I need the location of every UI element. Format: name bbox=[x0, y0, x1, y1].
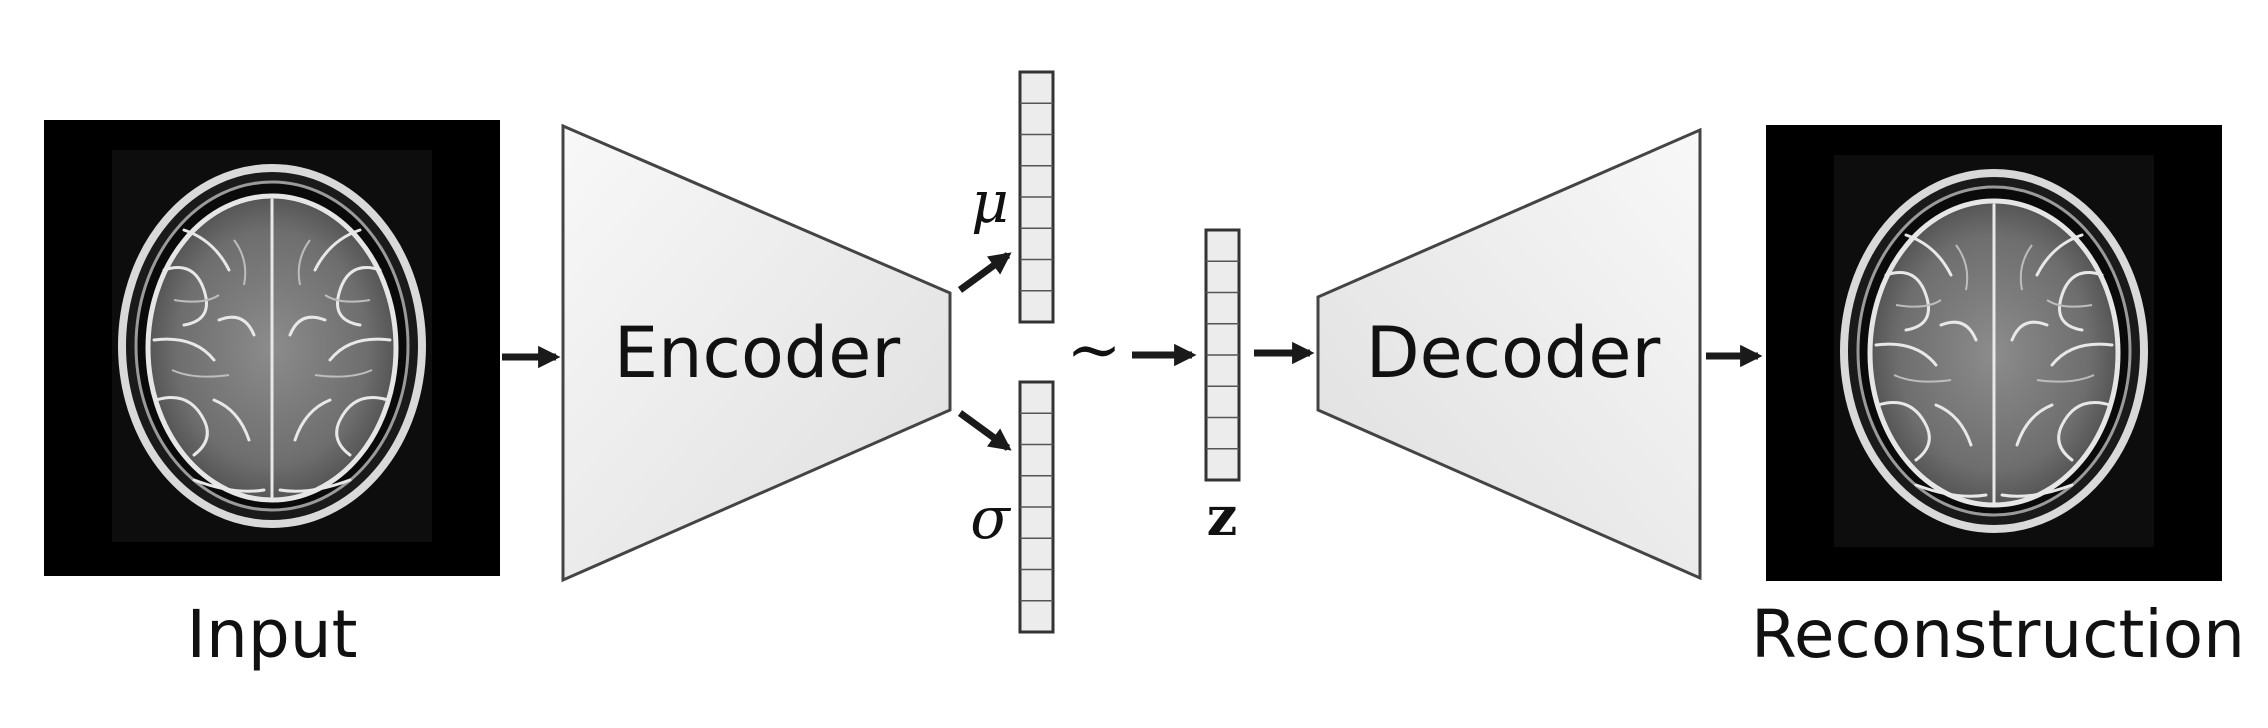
reconstruction-image bbox=[1766, 125, 2222, 581]
brain-mri-icon bbox=[1766, 125, 2222, 581]
sample-symbol: ∼ bbox=[1066, 311, 1121, 388]
encoder-block bbox=[561, 123, 952, 583]
encoder-label: Encoder bbox=[614, 312, 900, 394]
sigma-vector bbox=[1018, 380, 1055, 634]
input-label: Input bbox=[187, 596, 358, 673]
arrow-encoder-to-mu bbox=[957, 252, 1012, 293]
reconstruction-label: Reconstruction bbox=[1751, 596, 2245, 673]
brain-mri-icon bbox=[44, 120, 500, 576]
mu-label: μ bbox=[971, 168, 1009, 236]
mu-vector bbox=[1018, 70, 1055, 324]
arrow-encoder-to-sigma bbox=[957, 410, 1012, 451]
decoder-label: Decoder bbox=[1366, 312, 1661, 394]
input-image bbox=[44, 120, 500, 576]
z-vector bbox=[1204, 228, 1241, 482]
sigma-label: σ bbox=[970, 484, 1011, 552]
decoder-block bbox=[1316, 127, 1702, 581]
z-label: z bbox=[1207, 484, 1238, 548]
